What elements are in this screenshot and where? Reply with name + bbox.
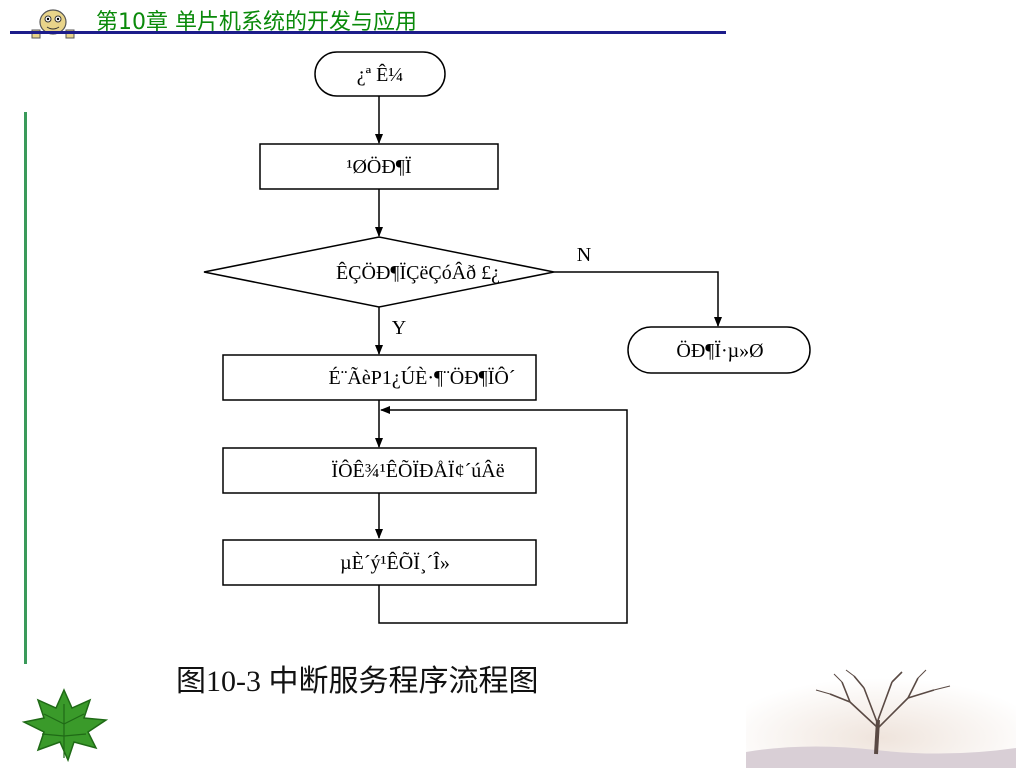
mascot-icon (28, 6, 78, 45)
step1-label: ¹ØÖÐ¶Ï (346, 155, 411, 178)
start-terminal (314, 51, 446, 97)
figure-caption: 图10-3 中断服务程序流程图 (176, 665, 539, 698)
no-label: N (577, 244, 591, 266)
decision-label: ÊÇÖÐ¶ÏÇëÇóÂð £¿ (336, 261, 500, 284)
winter-tree-icon (746, 668, 1016, 773)
return-terminal (627, 326, 811, 374)
left-accent-bar (24, 112, 27, 664)
chapter-title: 第10章 单片机系统的开发与应用 (96, 10, 417, 35)
loop-back-connector (378, 406, 628, 624)
step3-label: ÏÔÊ¾¹ÊÕÏÐÅÏ¢´úÂë (331, 458, 504, 482)
step4-label: µÈ´ý¹ÊÕÏ¸´Î» (340, 550, 450, 574)
header-divider (10, 31, 726, 34)
connector-no-branch (554, 271, 722, 327)
maple-leaf-icon (14, 684, 114, 769)
yes-label: Y (392, 317, 406, 339)
return-label: ÖÐ¶Ï·µ»Ø (676, 339, 763, 362)
start-label: ¿ª Ê¼ (357, 63, 404, 86)
step2-label: É¨ÃèP1¿ÚÈ·¶¨ÖÐ¶ÏÔ´ (329, 365, 516, 389)
